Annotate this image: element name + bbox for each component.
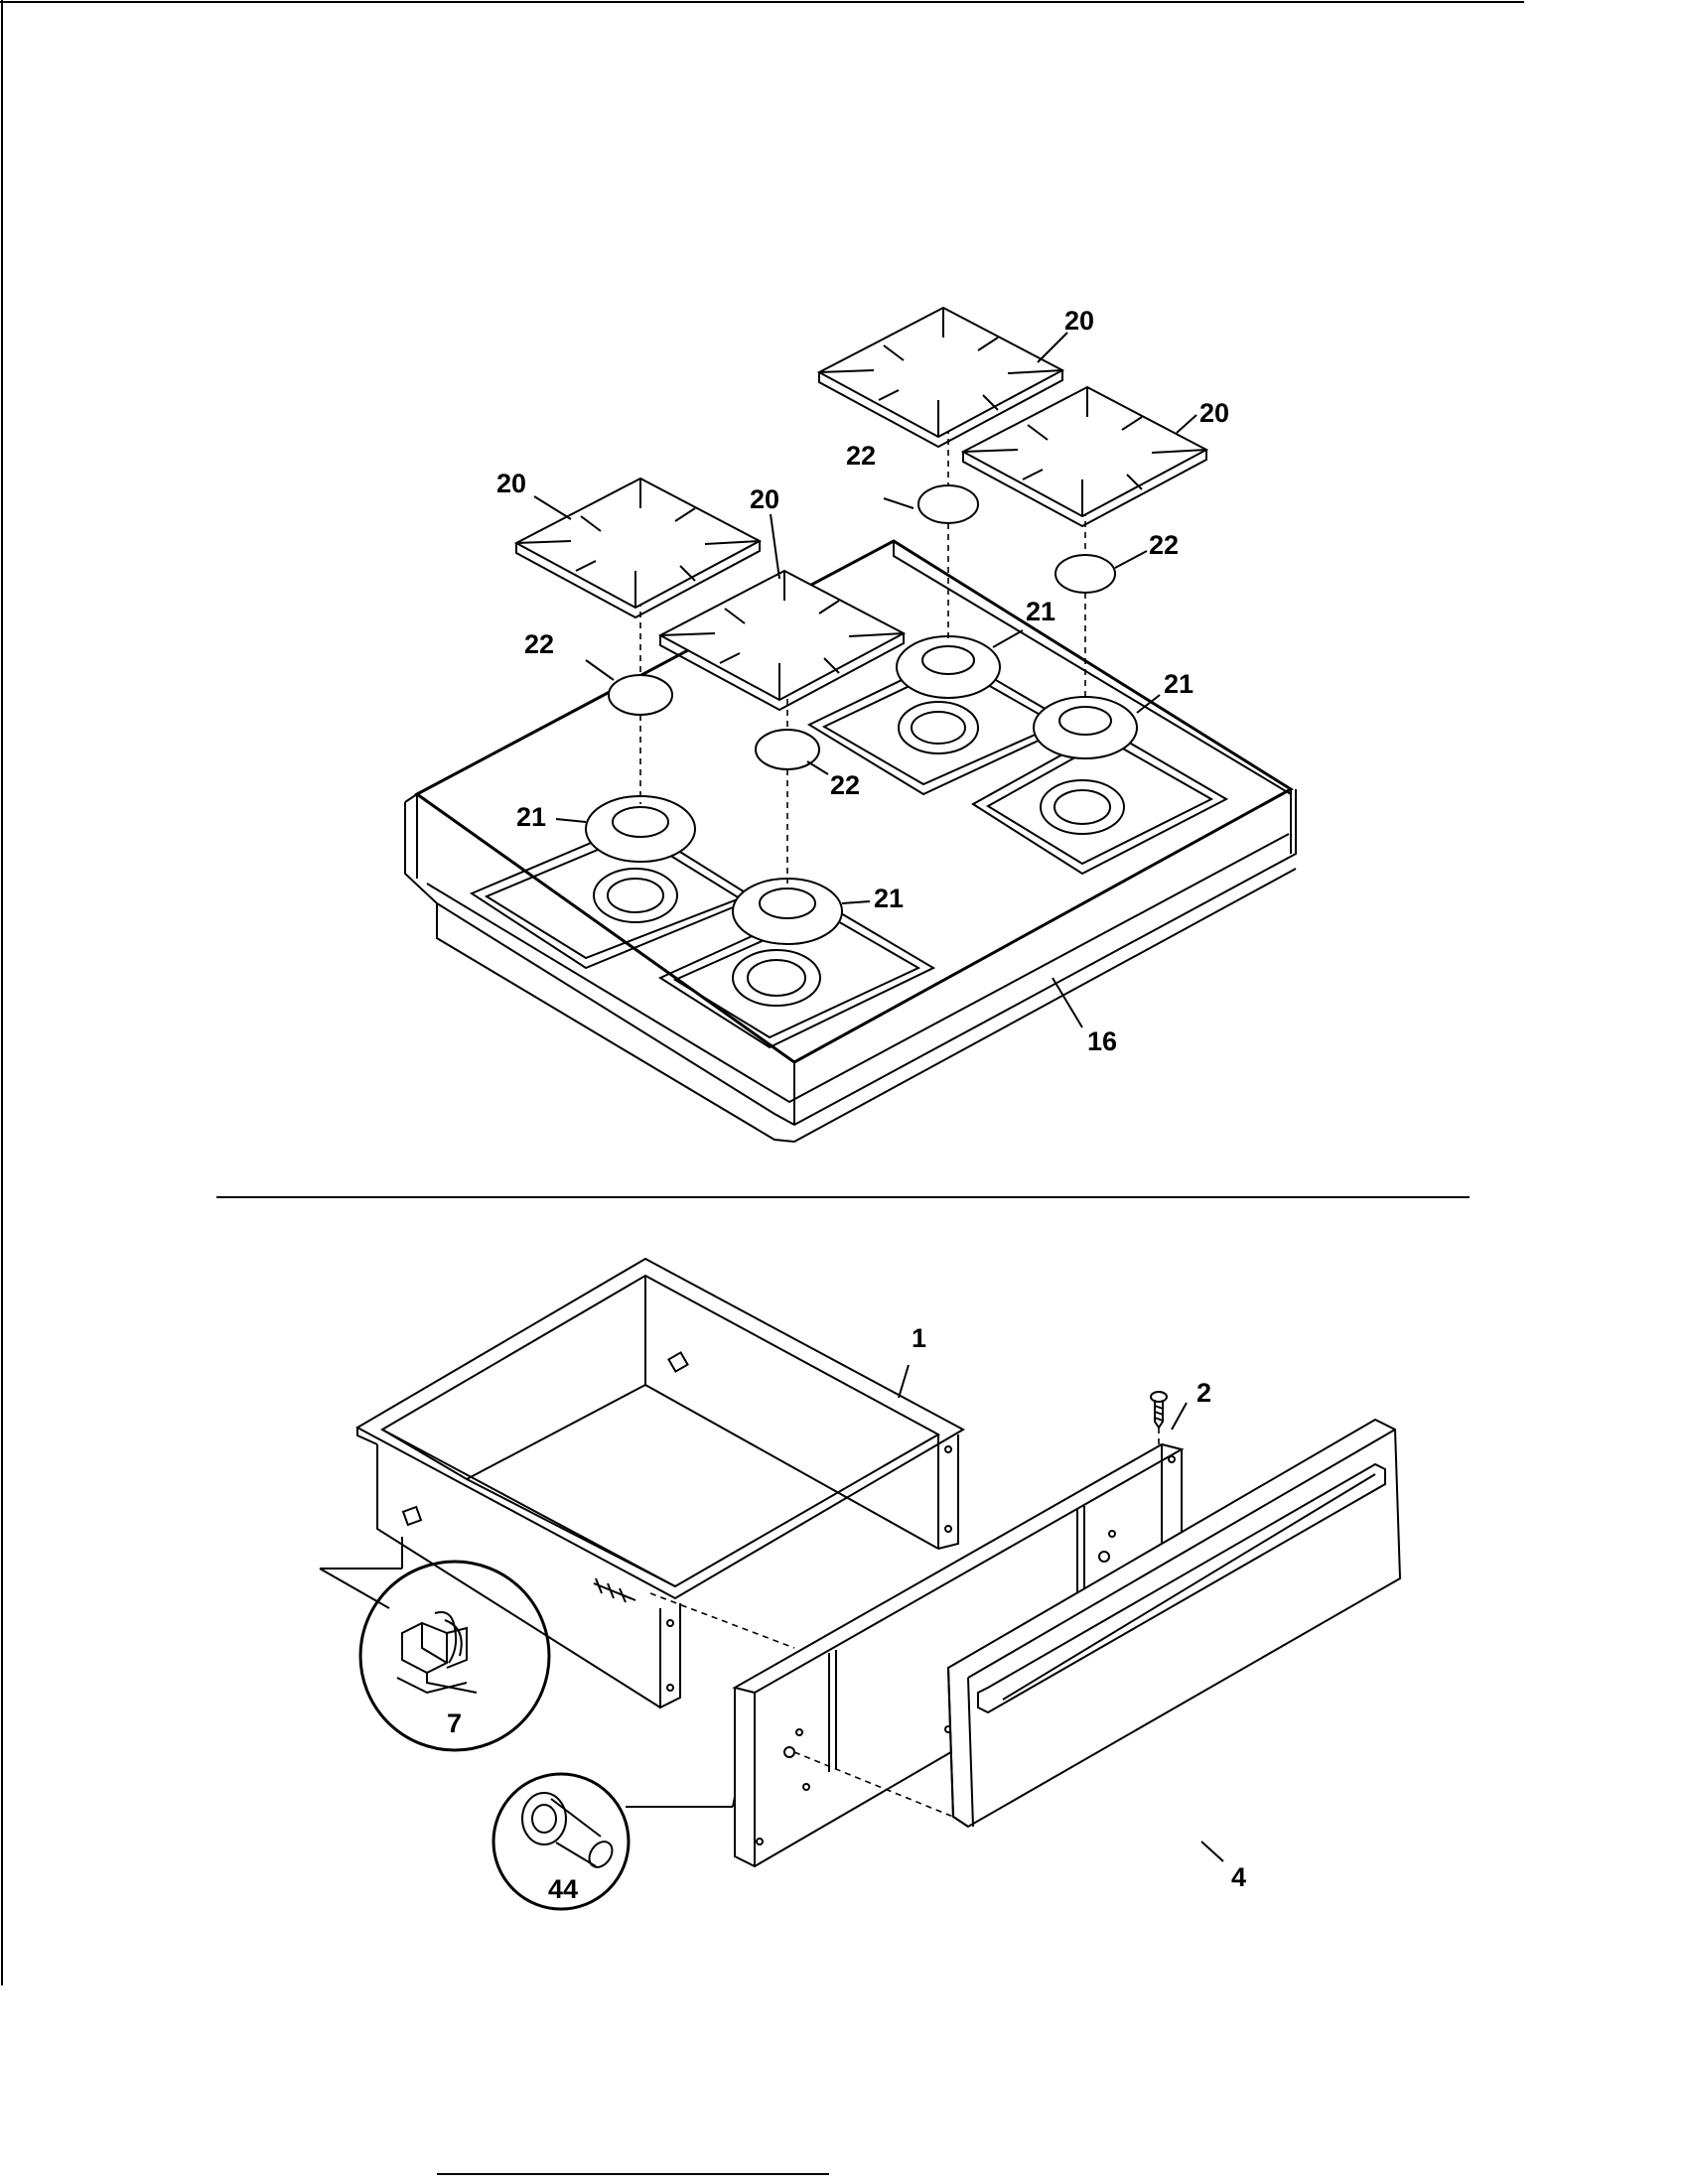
grate-rear-right [960, 385, 1209, 528]
callout-20-front-right: 20 [750, 484, 779, 514]
burner-caps [608, 484, 1116, 770]
grate-front-left [513, 477, 763, 619]
grate-rear-left [816, 306, 1065, 449]
callout-21-rear-right: 21 [1164, 669, 1194, 699]
alignment-lines-bottom [649, 1428, 1160, 1818]
drawer-assembly [319, 1257, 1402, 1911]
drawer-body [354, 1257, 966, 1709]
callout-7-detail: 7 [447, 1708, 462, 1738]
burner-heads [593, 701, 1125, 1007]
burner-ring-rear-right [1033, 696, 1138, 759]
callout-20-front-left: 20 [496, 469, 526, 498]
callout-2-screw: 2 [1196, 1378, 1211, 1408]
detail-circle-44 [492, 1772, 736, 1911]
callout-21-rear-left: 21 [1026, 597, 1055, 626]
callout-20-rear-right: 20 [1199, 398, 1229, 428]
callout-1-drawer-body: 1 [912, 1323, 926, 1353]
leader-lines-bottom [898, 1364, 1224, 1862]
screw [1150, 1391, 1168, 1430]
leader-lines-top [533, 332, 1197, 1028]
callout-22-front-right: 22 [830, 770, 860, 800]
callout-22-front-left: 22 [524, 629, 554, 659]
burner-ring-front-right [732, 878, 843, 945]
callout-21-front-left: 21 [516, 802, 546, 832]
callout-22-rear-right: 22 [1149, 530, 1179, 560]
callout-44-detail: 44 [548, 1874, 578, 1904]
callout-16-main-top: 16 [1087, 1026, 1117, 1056]
callout-20-rear-left: 20 [1064, 306, 1094, 336]
burner-ring-front-left [585, 795, 696, 863]
grate-front-right [657, 569, 907, 712]
detail-circle-7 [319, 1537, 551, 1752]
callout-22-rear-left: 22 [846, 441, 876, 471]
callout-21-front-right: 21 [874, 884, 904, 913]
drawer-panel [946, 1418, 1402, 1829]
cooktop-assembly [404, 306, 1297, 1144]
callout-4-drawer-panel: 4 [1231, 1862, 1246, 1892]
burner-ring-rear-left [896, 635, 1001, 699]
